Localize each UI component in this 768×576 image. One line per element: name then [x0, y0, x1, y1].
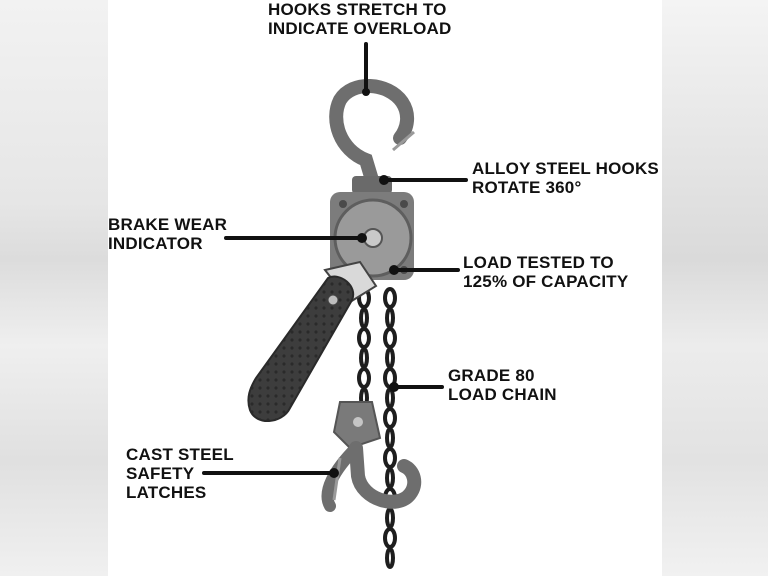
hook-icon [329, 79, 415, 194]
leader-dot [362, 88, 370, 96]
callout-load-tested: LOAD TESTED TO 125% OF CAPACITY [463, 253, 628, 291]
callout-line: SAFETY [126, 464, 195, 483]
leader-dot [357, 233, 367, 243]
leader-dot [329, 468, 339, 478]
callout-line: ALLOY STEEL HOOKS [472, 159, 659, 178]
callout-hooks-stretch: HOOKS STRETCH TO INDICATE OVERLOAD [268, 0, 451, 38]
callout-grade-chain: GRADE 80 LOAD CHAIN [448, 366, 557, 404]
callout-line: LOAD CHAIN [448, 385, 557, 404]
callout-line: LOAD TESTED TO [463, 253, 614, 272]
callout-brake-wear: BRAKE WEAR INDICATOR [108, 215, 227, 253]
callout-line: ROTATE 360° [472, 178, 582, 197]
leader-dot [389, 382, 399, 392]
blurred-background-left [0, 0, 108, 576]
callout-line: BRAKE WEAR [108, 215, 228, 234]
hook-icon [321, 401, 422, 512]
callout-line: INDICATOR [108, 234, 203, 253]
blurred-background-right [662, 0, 768, 576]
callout-line: HOOKS STRETCH TO [268, 0, 447, 19]
leader-dot [389, 265, 399, 275]
callout-alloy-hooks: ALLOY STEEL HOOKS ROTATE 360° [472, 159, 659, 197]
callout-line: LATCHES [126, 483, 207, 502]
callout-line: CAST STEEL [126, 445, 234, 464]
callout-line: GRADE 80 [448, 366, 535, 385]
callout-line: 125% OF CAPACITY [463, 272, 629, 291]
lever-handle-icon [247, 260, 378, 422]
callout-line: INDICATE OVERLOAD [268, 19, 452, 38]
leader-dot [379, 175, 389, 185]
callout-safety-latches: CAST STEEL SAFETY LATCHES [126, 445, 234, 502]
